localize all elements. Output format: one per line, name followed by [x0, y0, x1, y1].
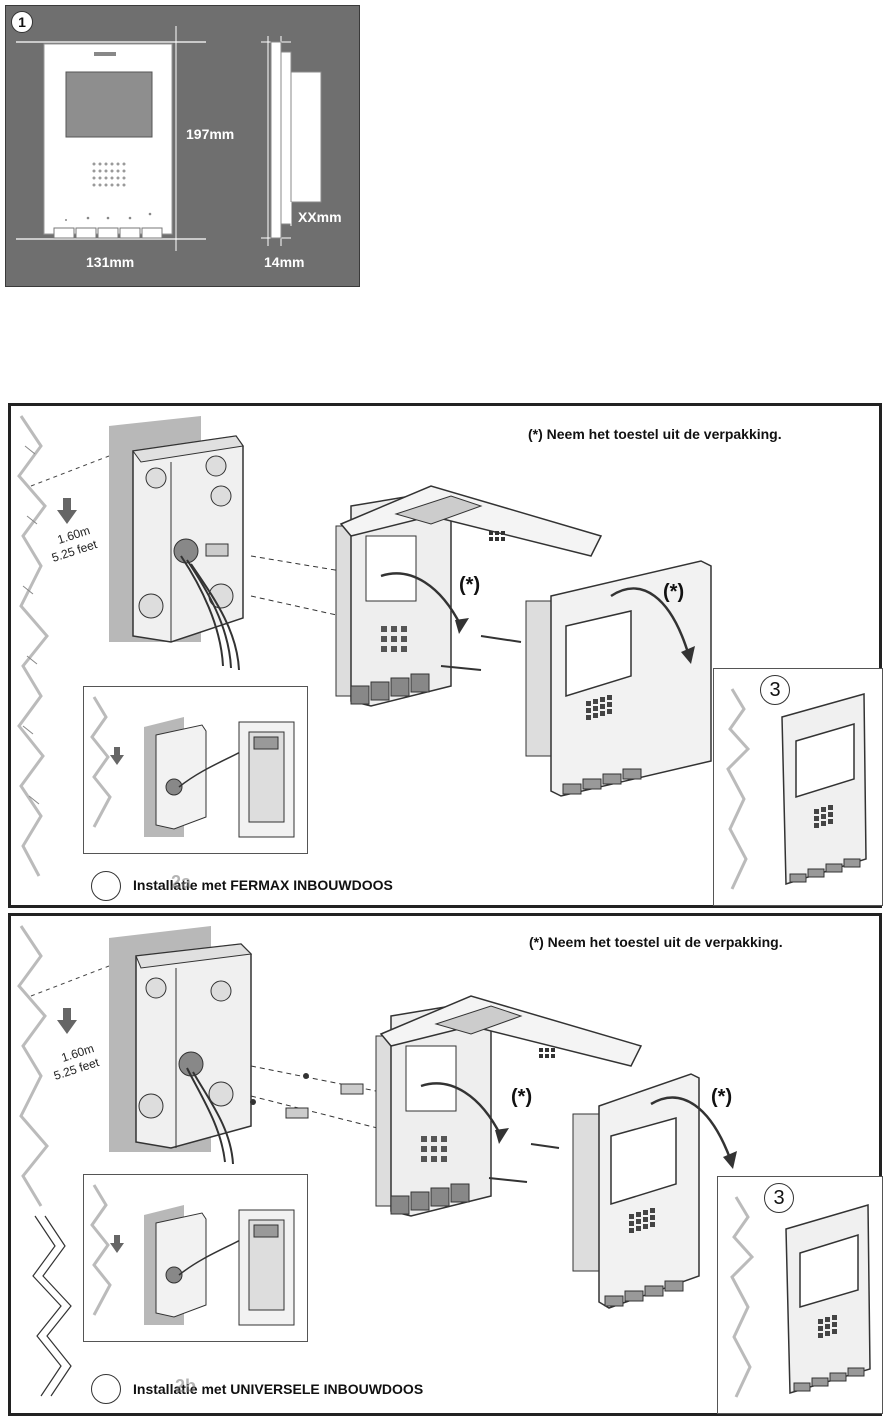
- dimensions-panel: 1 197mm 131mm 14m: [5, 5, 360, 287]
- step-2-marker: [91, 1374, 121, 1404]
- monitor-unit-illustration: [572, 1073, 737, 1309]
- caption-overlay-label: 2a: [171, 872, 192, 892]
- step-3-badge: 3: [764, 1183, 794, 1213]
- install-universal-panel: (*) Neem het toestel uit de verpakking. …: [8, 913, 883, 1416]
- monitor-unit-illustration: [525, 560, 712, 797]
- caption-overlay-label: 2b: [175, 1376, 197, 1396]
- protrusion-dimension: XXmm: [298, 209, 342, 225]
- installed-result-frame: 3: [717, 1176, 883, 1414]
- detail-inset-illustration: [90, 696, 295, 838]
- height-dimension: 197mm: [186, 126, 235, 142]
- unpack-note: (*) Neem het toestel uit de verpakking.: [529, 934, 783, 950]
- universal-box-illustration: [109, 926, 402, 1165]
- wall-edge-illustration: [17, 415, 49, 877]
- detail-inset-illustration: [90, 1184, 295, 1326]
- unpack-marker-1: (*): [511, 1086, 533, 1108]
- install-caption: Installatie met FERMAX INBOUWDOOS: [133, 877, 393, 893]
- detail-inset-frame: [83, 686, 308, 854]
- unpack-marker-2: (*): [663, 581, 685, 603]
- install-caption: Installatie met UNIVERSELE INBOUWDOOS: [133, 1381, 424, 1397]
- unpack-marker-1: (*): [459, 574, 481, 596]
- detail-inset-frame: [83, 1174, 308, 1342]
- height-arrow-icon: [30, 965, 110, 1034]
- mounting-bracket-illustration: [335, 485, 603, 707]
- height-arrow-icon: [30, 455, 110, 524]
- step-3-badge: 3: [760, 675, 790, 705]
- step-2-marker: [91, 871, 121, 901]
- mounting-bracket-illustration: [375, 995, 643, 1217]
- install-fermax-panel: (*) Neem het toestel uit de verpakking. …: [8, 403, 883, 908]
- monitor-front-view: [16, 26, 206, 251]
- depth-dimension: 14mm: [264, 254, 305, 270]
- unpack-note: (*) Neem het toestel uit de verpakking.: [528, 426, 782, 442]
- unpack-marker-2: (*): [711, 1086, 733, 1108]
- wall-edge-illustration: [17, 925, 72, 1397]
- installed-result-frame: 3: [713, 668, 883, 906]
- step-number-badge: 1: [11, 11, 33, 33]
- monitor-side-view: [261, 36, 322, 246]
- width-dimension: 131mm: [86, 254, 135, 270]
- installed-monitor-illustration: [726, 688, 867, 890]
- installed-monitor-illustration: [730, 1196, 871, 1398]
